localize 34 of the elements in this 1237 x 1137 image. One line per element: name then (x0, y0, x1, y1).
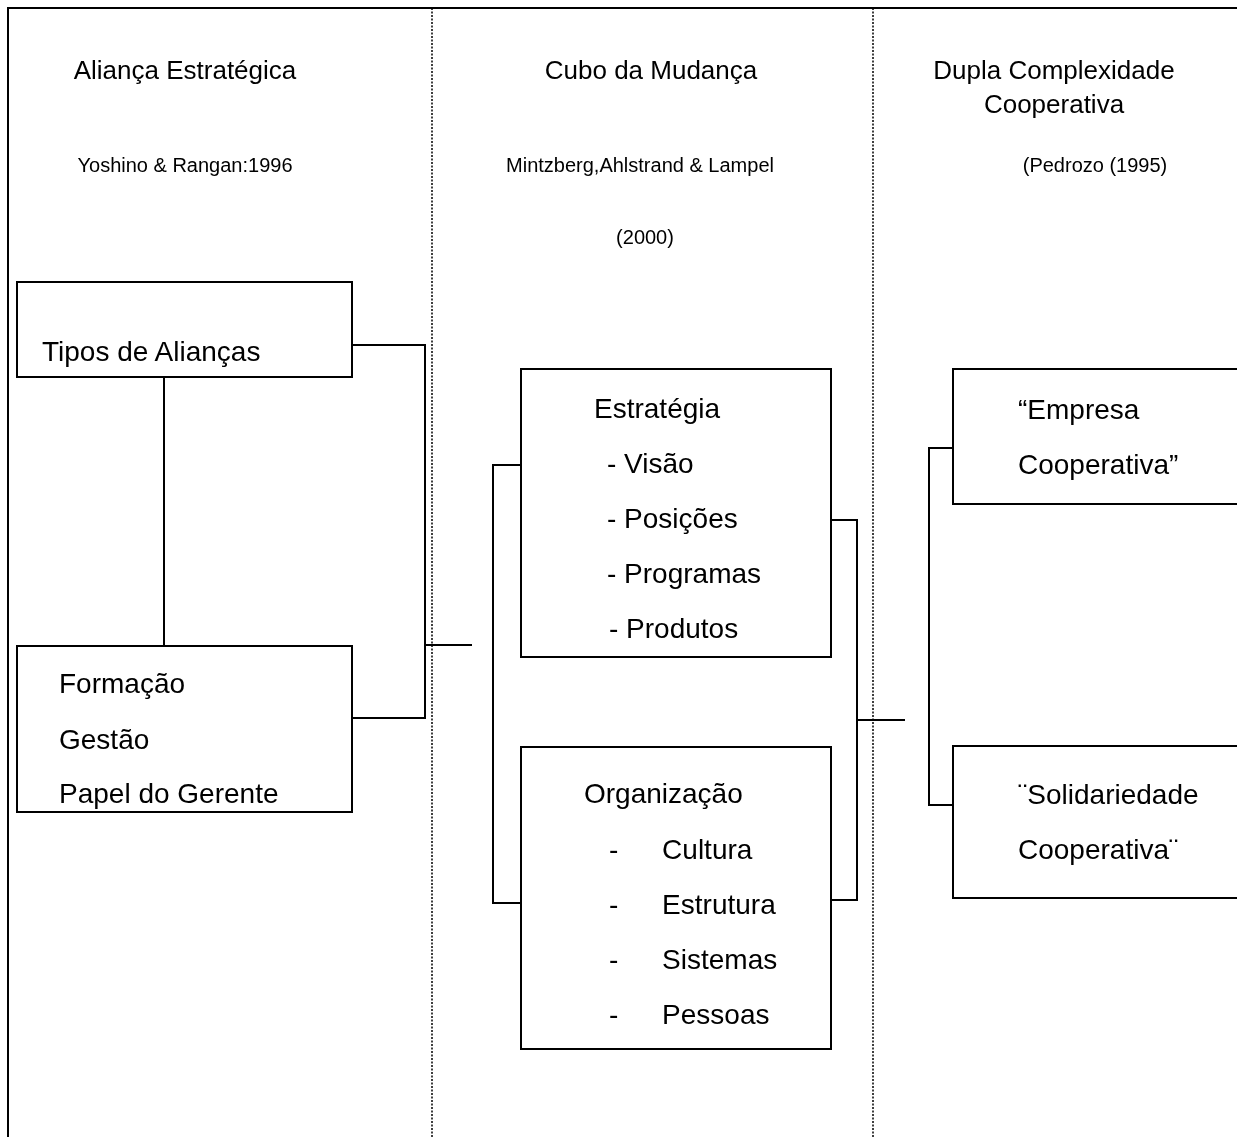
box-text: - Visão (607, 447, 694, 481)
box-text: Estratégia (594, 392, 721, 426)
connector-line (492, 464, 521, 904)
box-text: - Pessoas (609, 998, 770, 1032)
box-text: Organização (584, 777, 743, 811)
column-heading: Aliança Estratégica (73, 54, 297, 87)
box-text: Papel do Gerente (59, 777, 279, 811)
citation-text: (2000) (616, 225, 674, 250)
box-text: - Programas (607, 557, 762, 591)
box-text: Formação (59, 667, 186, 701)
box-text: ¨Solidariedade Cooperativa¨ (1018, 778, 1200, 867)
text-box (952, 745, 1237, 899)
box-text: - Cultura (609, 833, 753, 867)
citation-text: Yoshino & Rangan:1996 (77, 153, 293, 178)
box-text: “Empresa Cooperativa” (1018, 393, 1180, 482)
box-text: - Estrutura (609, 888, 776, 922)
text-box (16, 281, 353, 378)
text-box (520, 368, 832, 658)
column-heading: Dupla Complexidade Cooperativa (932, 54, 1176, 121)
box-text: - Produtos (609, 612, 739, 646)
text-box (16, 645, 353, 813)
citation-text: (Pedrozo (1995) (1022, 153, 1168, 178)
box-text: Tipos de Alianças (42, 335, 261, 369)
box-text: - Sistemas (609, 943, 778, 977)
text-box (520, 746, 832, 1050)
box-text: Gestão (59, 723, 150, 757)
box-text: - Posições (607, 502, 738, 536)
connector-line (928, 447, 953, 806)
connector-line (352, 644, 473, 719)
connector-line (163, 377, 165, 646)
connector-line (831, 719, 906, 901)
text-box (952, 368, 1237, 505)
citation-text: Mintzberg,Ahlstrand & Lampel (506, 153, 774, 178)
column-heading: Cubo da Mudança (544, 54, 758, 87)
